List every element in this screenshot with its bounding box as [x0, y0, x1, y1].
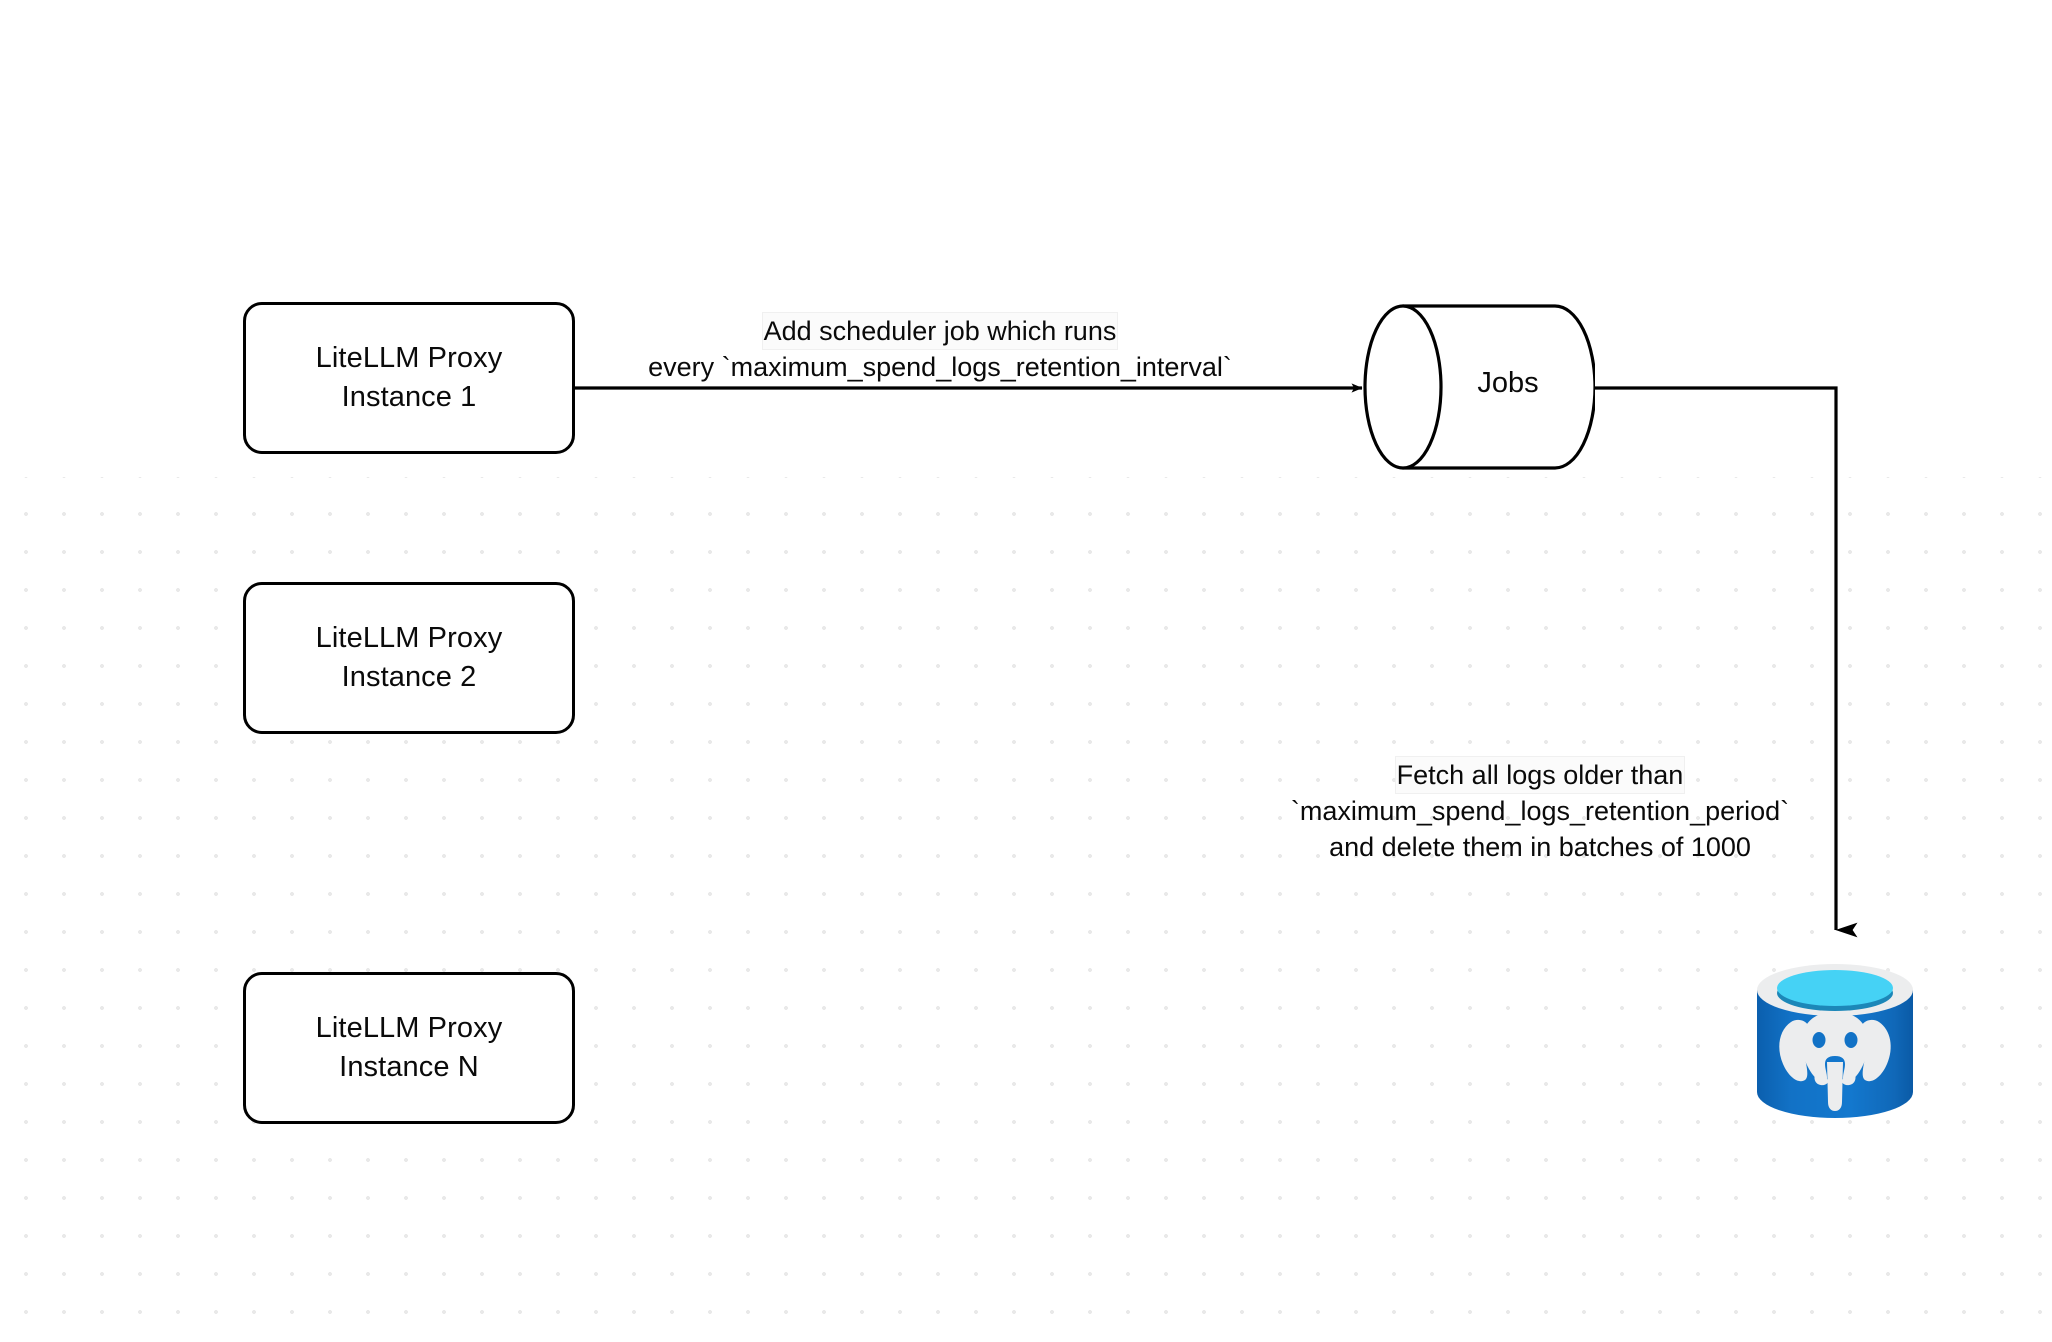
node-label-line-1: LiteLLM Proxy: [315, 622, 503, 655]
edge-jobs-to-database: [1591, 386, 1858, 938]
jobs-cylinder-cap: [1363, 304, 1443, 470]
node-jobs-cylinder[interactable]: [1363, 303, 1595, 471]
node-label-line-1: LiteLLM Proxy: [315, 342, 503, 375]
node-litellm-proxy-instance-1[interactable]: LiteLLM Proxy Instance 1: [243, 302, 575, 454]
edge-label-line-1: Add scheduler job which runs: [762, 313, 1118, 350]
node-label-line-2: Instance 2: [341, 661, 477, 693]
node-litellm-proxy-instance-2[interactable]: LiteLLM Proxy Instance 2: [243, 582, 575, 734]
node-label-line-2: Instance 1: [341, 381, 477, 413]
database-opening: [1777, 970, 1893, 1006]
jobs-cylinder-body: [1401, 304, 1595, 470]
postgresql-elephant-icon: [1779, 1012, 1891, 1111]
node-label-line-2: Instance N: [339, 1051, 479, 1083]
edge-label-line-3: and delete them in batches of 1000: [1329, 832, 1751, 863]
edge-label-line-2: `maximum_spend_logs_retention_period`: [1290, 796, 1790, 827]
node-jobs-label: Jobs: [1477, 367, 1539, 399]
edge-label-line-1: Fetch all logs older than: [1395, 757, 1685, 794]
edge-label-fetch-and-delete-logs: Fetch all logs older than `maximum_spend…: [1250, 757, 1830, 866]
edge-label-line-2: every `maximum_spend_logs_retention_inte…: [648, 352, 1232, 383]
edge-label-add-scheduler-job: Add scheduler job which runs every `maxi…: [600, 313, 1280, 385]
postgresql-elephant-eyes: [1812, 1032, 1858, 1048]
node-litellm-proxy-instance-n[interactable]: LiteLLM Proxy Instance N: [243, 972, 575, 1124]
node-label-line-1: LiteLLM Proxy: [315, 1012, 503, 1045]
node-postgres-database[interactable]: [1745, 952, 1925, 1132]
